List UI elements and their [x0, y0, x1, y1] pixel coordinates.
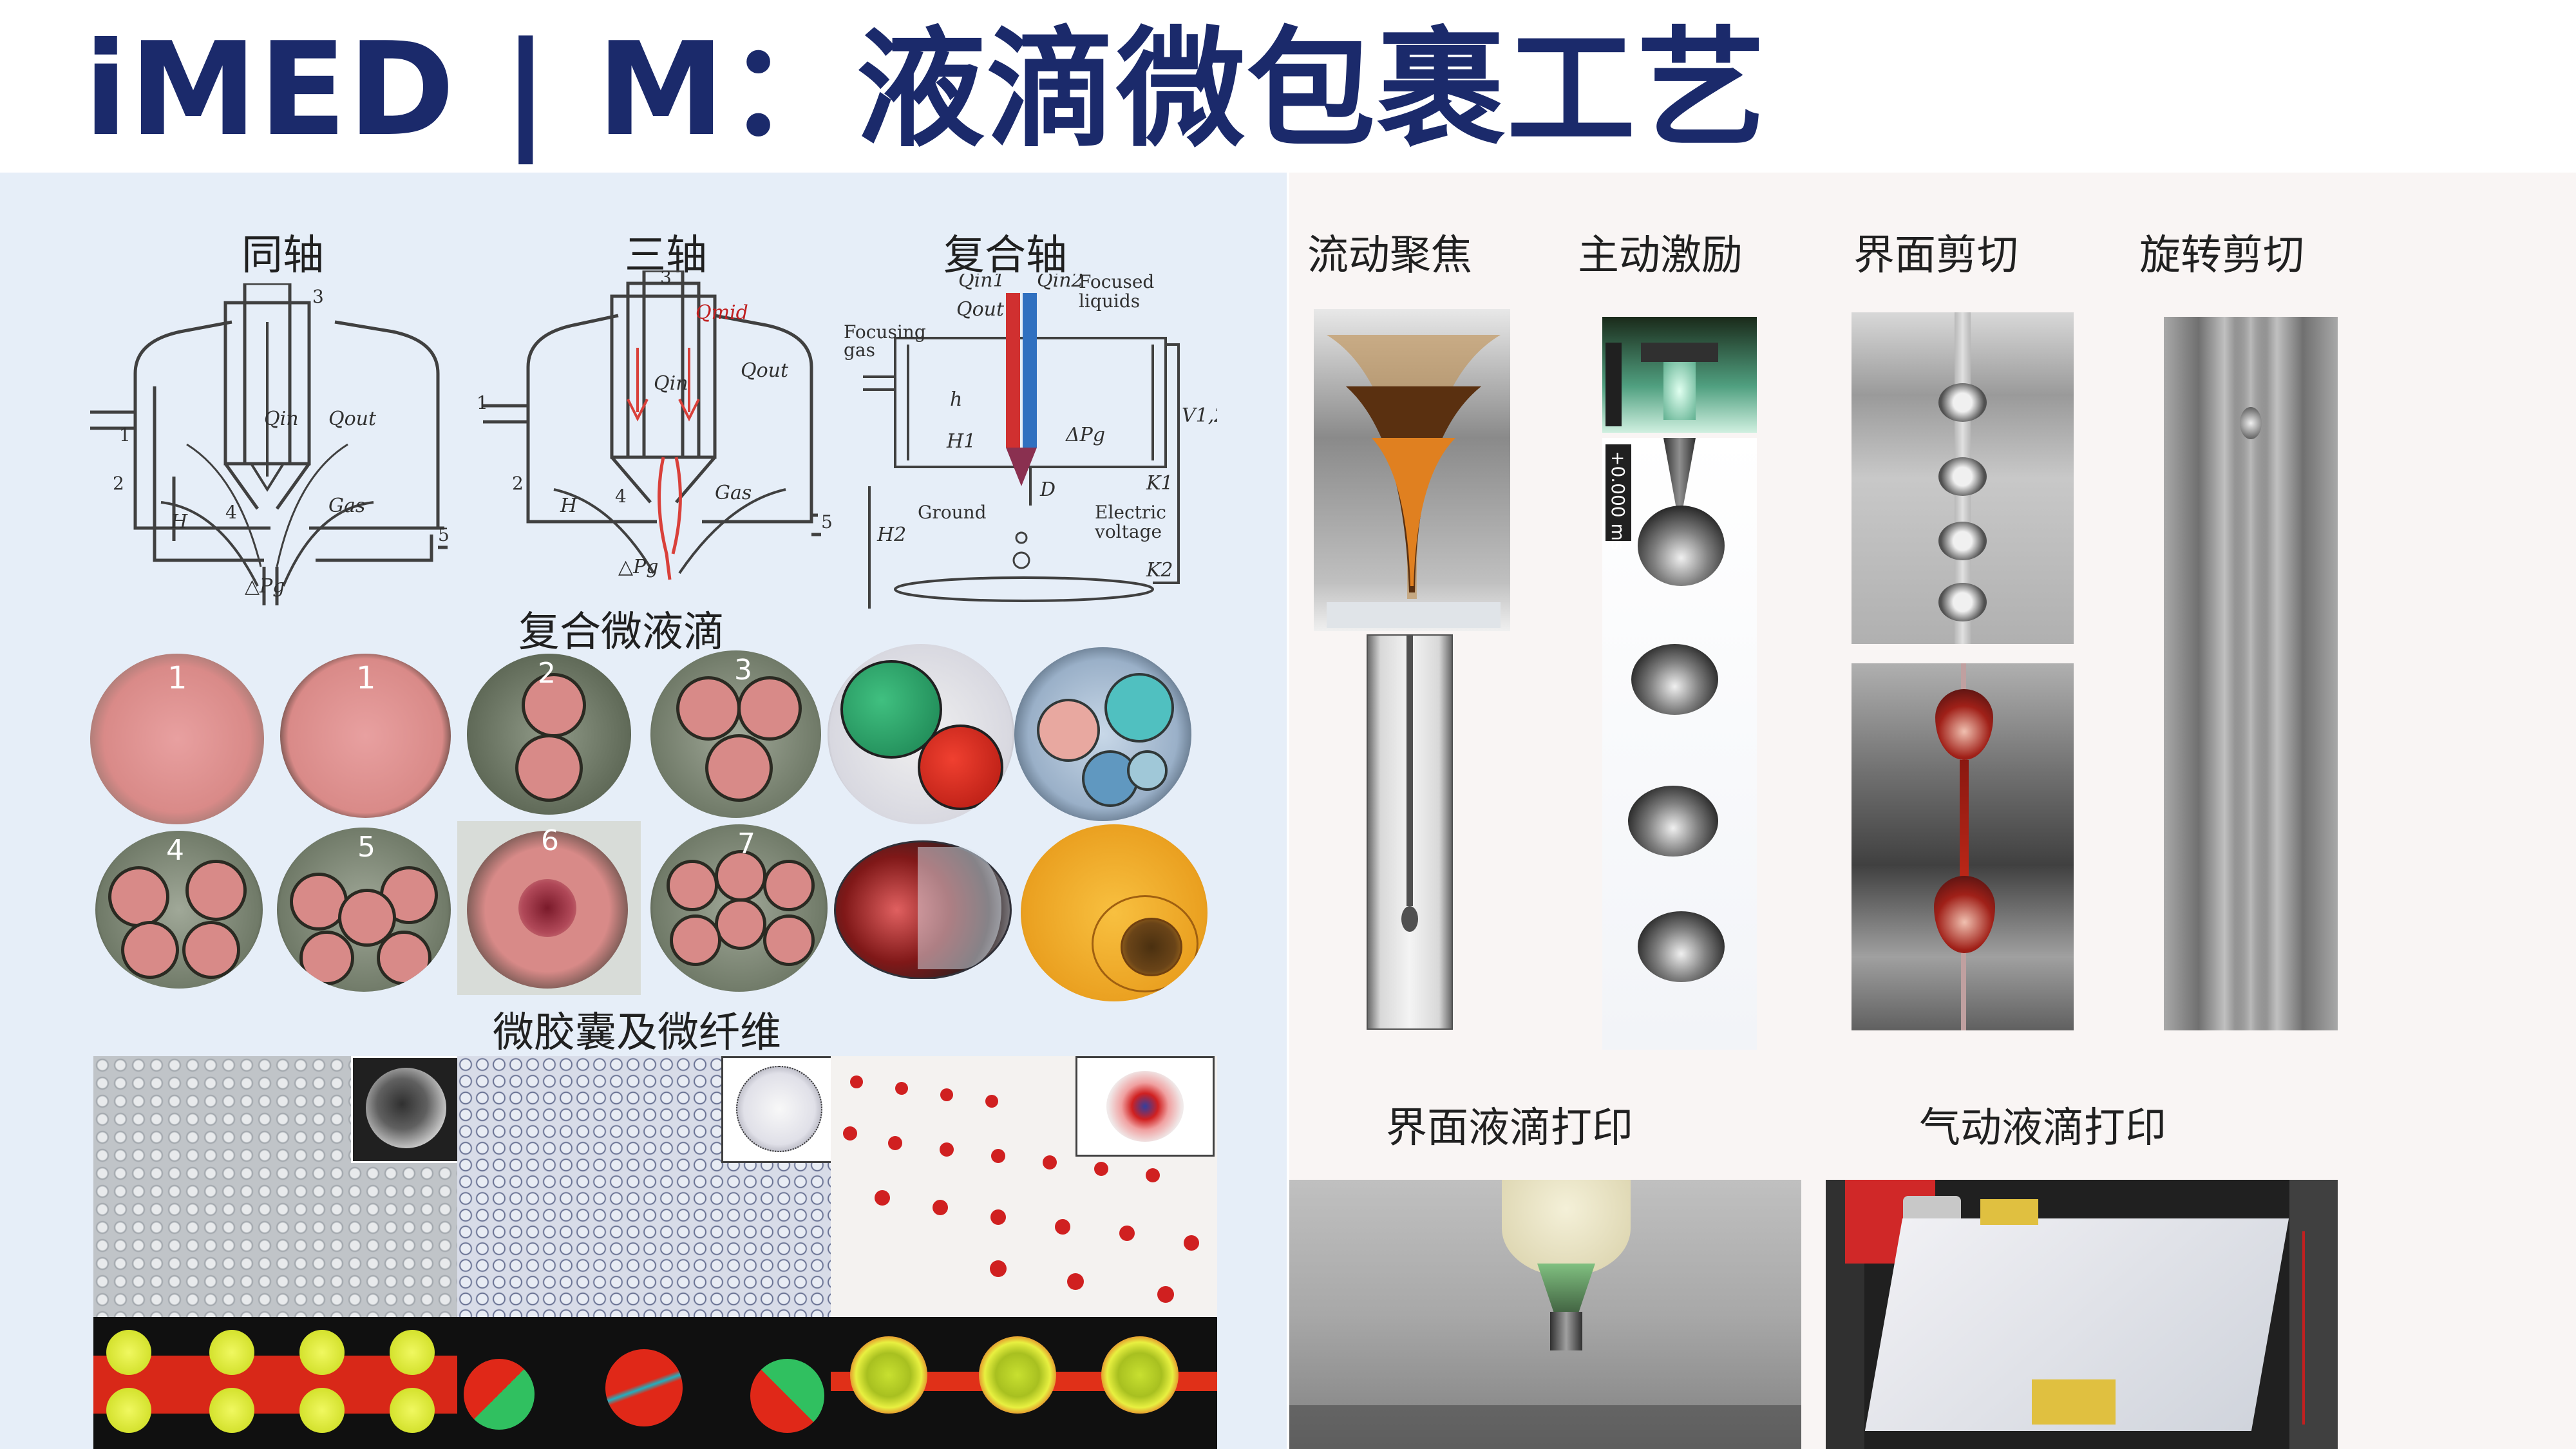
- d2-qout: Qout: [741, 359, 789, 382]
- droplet-single-core: 1: [90, 654, 264, 824]
- d3-k1: K1: [1146, 472, 1173, 495]
- droplet-seven-core: 7: [650, 824, 828, 992]
- rotational-shear-image: [2164, 317, 2338, 1030]
- d1-n5: 5: [438, 524, 450, 545]
- d1-qout: Qout: [328, 408, 377, 430]
- d2-qin: Qin: [654, 372, 688, 395]
- timestamp-label: +0.000 ms: [1607, 451, 1629, 551]
- d3-qin1: Qin1: [958, 274, 1005, 292]
- d2-n5: 5: [821, 511, 833, 533]
- fluorescent-fiber-yellow-red: [93, 1317, 457, 1449]
- d3-ground: Ground: [918, 502, 987, 523]
- d3-liquids: liquids: [1079, 290, 1140, 312]
- d2-n3: 3: [660, 270, 672, 288]
- d1-qin: Qin: [264, 408, 299, 430]
- d3-k2: K2: [1146, 559, 1173, 582]
- interface-shear-chain-image: [1852, 312, 2074, 644]
- droplet-green-red: [828, 644, 1014, 824]
- d1-n2: 2: [113, 473, 124, 494]
- interface-shear-red-droplet-image: [1852, 663, 2074, 1030]
- d2-qmid: Qmid: [696, 301, 748, 324]
- interface-droplet-printing-image: [1289, 1180, 1801, 1449]
- droplet-janus-dark: [828, 837, 1014, 979]
- d1-pg: △Pg: [245, 575, 285, 598]
- d3-gas: gas: [844, 339, 875, 361]
- d1-n4: 4: [225, 502, 237, 523]
- droplet-six-core: 6: [457, 821, 641, 995]
- pneumatic-droplet-printing-image: [1826, 1180, 2338, 1449]
- active-excitation-droplets-image: +0.000 ms: [1602, 438, 1757, 1050]
- d1-h: H: [170, 511, 188, 533]
- compound-axis-diagram: Qin1 Qin2 Qout Focused liquids Focusing …: [844, 274, 1217, 609]
- d1-gas: Gas: [328, 495, 365, 517]
- label-coaxial: 同轴: [242, 232, 324, 279]
- droplet-triple-core: 3: [650, 650, 821, 818]
- flow-focusing-jet-image: [1367, 634, 1453, 1030]
- d3-focusing: Focusing: [844, 321, 926, 343]
- d3-h: h: [950, 388, 962, 411]
- active-excitation-nozzle-image: [1602, 317, 1757, 433]
- coaxial-nozzle-diagram: Qin Qout Gas H △Pg 1 2 3 4 5: [90, 283, 450, 605]
- d2-h: H: [560, 495, 578, 517]
- d2-n4: 4: [615, 486, 627, 507]
- fluorescent-beaded-fiber: [831, 1317, 1217, 1449]
- triaxial-nozzle-diagram: Qmid Qin Qout Gas H △Pg 1 2 3 4 5: [477, 270, 833, 580]
- label-interface-shear: 界面剪切: [1853, 232, 2018, 279]
- flow-focusing-image: [1314, 309, 1510, 631]
- d3-voltage: voltage: [1094, 521, 1162, 542]
- label-flow-focusing: 流动聚焦: [1307, 232, 1472, 279]
- d3-d: D: [1039, 478, 1056, 501]
- label-pneumatic-droplet-printing: 气动液滴打印: [1919, 1104, 2166, 1152]
- d3-h2: H2: [876, 524, 906, 546]
- label-interface-droplet-printing: 界面液滴打印: [1386, 1104, 1633, 1152]
- d3-v12: V1,2: [1182, 404, 1217, 427]
- d3-electric: Electric: [1095, 502, 1166, 523]
- red-core-capsule-image: [831, 1056, 1217, 1317]
- d3-qin2: Qin2: [1037, 274, 1084, 292]
- droplet-multi-color: [1014, 647, 1191, 821]
- fluorescent-janus-particles: [457, 1317, 831, 1449]
- d2-n2: 2: [512, 473, 524, 494]
- d2-gas: Gas: [715, 482, 752, 504]
- d3-h1: H1: [946, 430, 976, 453]
- label-microcapsule-fiber: 微胶囊及微纤维: [493, 1009, 781, 1057]
- droplet-single-core-shell: 1: [280, 654, 451, 818]
- d2-n1: 1: [477, 392, 488, 413]
- d3-dpg: ΔPg: [1065, 424, 1105, 446]
- d3-qout: Qout: [956, 298, 1005, 321]
- d2-pg: △Pg: [618, 556, 658, 578]
- microcapsule-sem-image: [93, 1056, 457, 1317]
- label-active-excitation: 主动激励: [1578, 232, 1743, 279]
- page-title: iMED | M：液滴微包裹工艺: [84, 15, 1767, 165]
- microcapsule-array-image: [457, 1056, 831, 1317]
- d1-n3: 3: [312, 286, 324, 307]
- droplet-double-core: 2: [467, 654, 631, 815]
- label-rotational-shear: 旋转剪切: [2139, 232, 2304, 279]
- d1-n1: 1: [119, 424, 131, 446]
- droplet-orange-nested: [1021, 824, 1208, 1001]
- d3-focused: Focused: [1079, 274, 1154, 292]
- droplet-five-core: 5: [277, 828, 451, 992]
- label-compound-droplets: 复合微液滴: [518, 609, 724, 656]
- panel-divider: [1287, 173, 1289, 1449]
- label-compound-axis: 复合轴: [943, 232, 1067, 279]
- droplet-four-core: 4: [95, 831, 263, 989]
